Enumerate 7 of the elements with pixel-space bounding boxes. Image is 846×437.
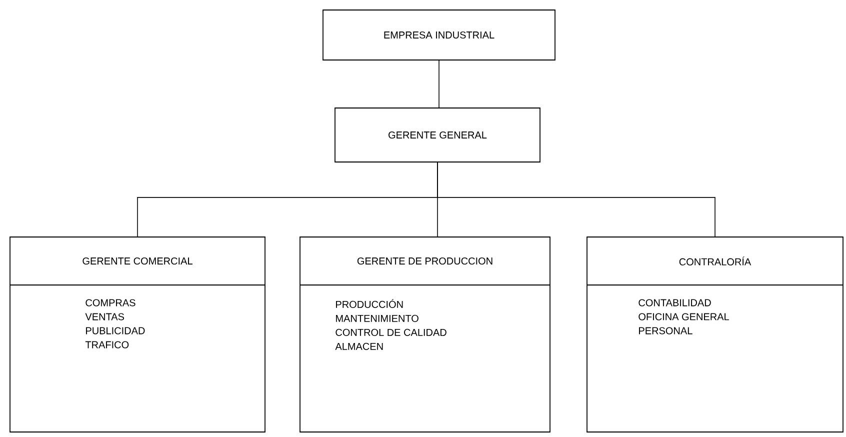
department-box: GERENTE COMERCIAL COMPRAS VENTAS PUBLICIDAD TRAFICO: [10, 236, 266, 432]
department-box: CONTRALORÍA CONTABILIDAD OFICINA GENERAL PERSONAL: [586, 236, 844, 432]
connector-line: [438, 60, 440, 108]
organization-box: GERENTE GENERAL: [334, 108, 540, 162]
department-box: GERENTE DE PRODUCCION PRODUCCIÓN MANTENIMIENTO CONTROL DE CALIDAD ALMACEN: [300, 236, 550, 432]
connector-line: [437, 162, 716, 237]
organization-box: EMPRESA INDUSTRIAL: [322, 10, 556, 60]
